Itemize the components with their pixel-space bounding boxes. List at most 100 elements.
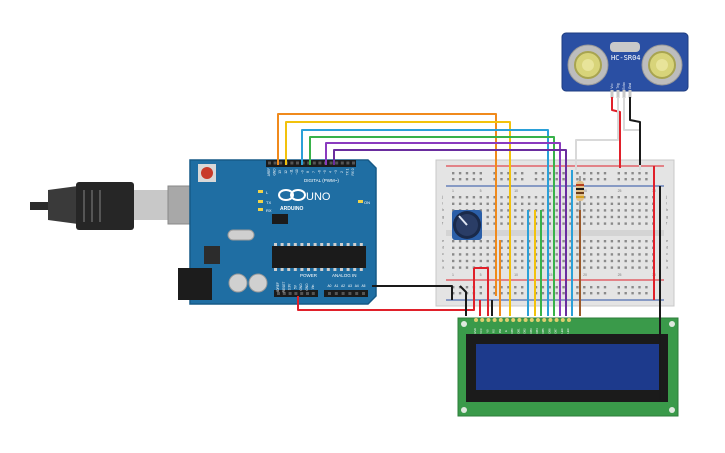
- power-pin[interactable]: [294, 292, 298, 295]
- row-letter: g: [442, 214, 444, 219]
- digital-pin[interactable]: [329, 161, 333, 165]
- lcd-pin-label: RW: [498, 328, 502, 333]
- lcd-pin-label: VCC: [479, 328, 483, 334]
- lcd-pin[interactable]: [498, 318, 503, 322]
- sensor-crystal: [610, 42, 640, 52]
- lcd-pin-label: DB4: [535, 328, 539, 334]
- lcd-pin[interactable]: [536, 318, 540, 322]
- sensor-pin[interactable]: [610, 90, 614, 98]
- power-pin[interactable]: [311, 292, 315, 295]
- column-number: 5: [480, 273, 482, 277]
- digital-pin[interactable]: [340, 161, 344, 165]
- power-pin-label: IOREF: [276, 282, 280, 292]
- wire-black-power: [372, 285, 453, 300]
- lcd-pin[interactable]: [480, 318, 485, 322]
- lcd-pin-label: DB1: [516, 328, 520, 334]
- analog-pin[interactable]: [348, 292, 352, 295]
- power-pin[interactable]: [282, 292, 286, 295]
- lcd-pin[interactable]: [474, 318, 478, 322]
- model-label: UNO: [306, 191, 331, 203]
- row-letter: b: [666, 258, 669, 263]
- row-letter: c: [666, 251, 668, 256]
- lcd-pin[interactable]: [492, 318, 497, 322]
- wire-purple-1: [325, 142, 561, 316]
- digital-pin[interactable]: [296, 161, 299, 165]
- lcd-pin[interactable]: [511, 318, 516, 322]
- lcd-pin-label: DB5: [541, 328, 545, 334]
- power-pin[interactable]: [300, 292, 304, 295]
- analog-pin[interactable]: [328, 292, 331, 295]
- sensor-pin-label: Vcc: [610, 83, 614, 89]
- analog-pin[interactable]: [341, 292, 345, 295]
- digital-pin[interactable]: [312, 161, 316, 165]
- analog-pin-label: A5: [362, 284, 366, 288]
- digital-pin[interactable]: [352, 161, 355, 165]
- row-letter: d: [442, 245, 444, 250]
- digital-pin[interactable]: [273, 161, 277, 165]
- lcd-pin[interactable]: [486, 318, 491, 322]
- on-led: [358, 200, 363, 203]
- lcd-pin[interactable]: [505, 318, 509, 322]
- wire-violet-1: [333, 149, 567, 316]
- digital-pin[interactable]: [301, 161, 305, 165]
- row-letter: i: [666, 201, 667, 206]
- digital-pin-label: ~11: [289, 169, 293, 174]
- analog-pin[interactable]: [362, 292, 365, 295]
- digital-pin[interactable]: [290, 161, 294, 165]
- usb-plug-body: [76, 182, 134, 230]
- arduino-uno: UNO ARDUINO DIGITAL (PWM~) POWER ANALOG …: [178, 159, 377, 305]
- digital-pin[interactable]: [307, 161, 311, 165]
- lcd-pin[interactable]: [567, 318, 571, 322]
- wire-red-lcd: [474, 267, 489, 316]
- digital-pin[interactable]: [346, 161, 350, 165]
- analog-pin-label: A2: [341, 284, 345, 288]
- power-pin[interactable]: [277, 292, 280, 295]
- lcd-pin[interactable]: [517, 318, 522, 322]
- row-letter: h: [442, 207, 444, 212]
- digital-pin-label: ~3: [334, 170, 338, 174]
- lcd-pin[interactable]: [548, 318, 553, 322]
- sensor-pin-label: Trig: [616, 83, 620, 89]
- digital-pin-label: 8: [306, 171, 310, 173]
- arduino-logo-right: [290, 189, 306, 201]
- digital-pin[interactable]: [318, 161, 322, 165]
- analog-pin[interactable]: [334, 292, 338, 295]
- lcd-pin-label: GND: [473, 328, 477, 334]
- digital-pin[interactable]: [279, 161, 283, 165]
- sensor-pin[interactable]: [622, 90, 626, 98]
- lcd-pin-label: V0: [485, 329, 489, 333]
- analog-pin[interactable]: [355, 292, 359, 295]
- digital-pin-label: GND: [273, 168, 277, 176]
- on-label: ON: [364, 200, 370, 205]
- row-letter: a: [666, 264, 669, 269]
- row-letter: g: [666, 214, 668, 219]
- power-pin[interactable]: [288, 292, 292, 295]
- lcd-pin[interactable]: [529, 318, 534, 322]
- usb-strain-relief: [48, 186, 78, 224]
- lcd-pin[interactable]: [554, 318, 559, 322]
- voltage-regulator: [204, 246, 220, 264]
- digital-pin[interactable]: [335, 161, 339, 165]
- analog-pin-label: A1: [334, 284, 338, 288]
- column-number: 10: [514, 273, 518, 277]
- column-number: 5: [480, 189, 482, 193]
- analog-pin-label: A4: [355, 284, 359, 288]
- power-pin-label: 3.3V: [288, 283, 292, 290]
- lcd-pin-label: DB7: [554, 328, 558, 334]
- analog-pin-label: A0: [328, 284, 332, 288]
- power-pin[interactable]: [306, 292, 309, 295]
- lcd-pin-label: LED: [560, 328, 564, 333]
- sensor-pin[interactable]: [628, 90, 632, 98]
- lcd-pin[interactable]: [542, 318, 547, 322]
- digital-pin-label: ~5: [323, 170, 327, 174]
- usb-cable: [30, 182, 197, 230]
- digital-pin[interactable]: [268, 161, 271, 165]
- lcd-pin-label: E: [504, 330, 508, 332]
- sensor-pin[interactable]: [616, 90, 620, 98]
- lcd-pin[interactable]: [560, 318, 565, 322]
- column-number: 25: [618, 273, 622, 277]
- row-letter: f: [666, 220, 668, 225]
- lcd-pin[interactable]: [523, 318, 528, 322]
